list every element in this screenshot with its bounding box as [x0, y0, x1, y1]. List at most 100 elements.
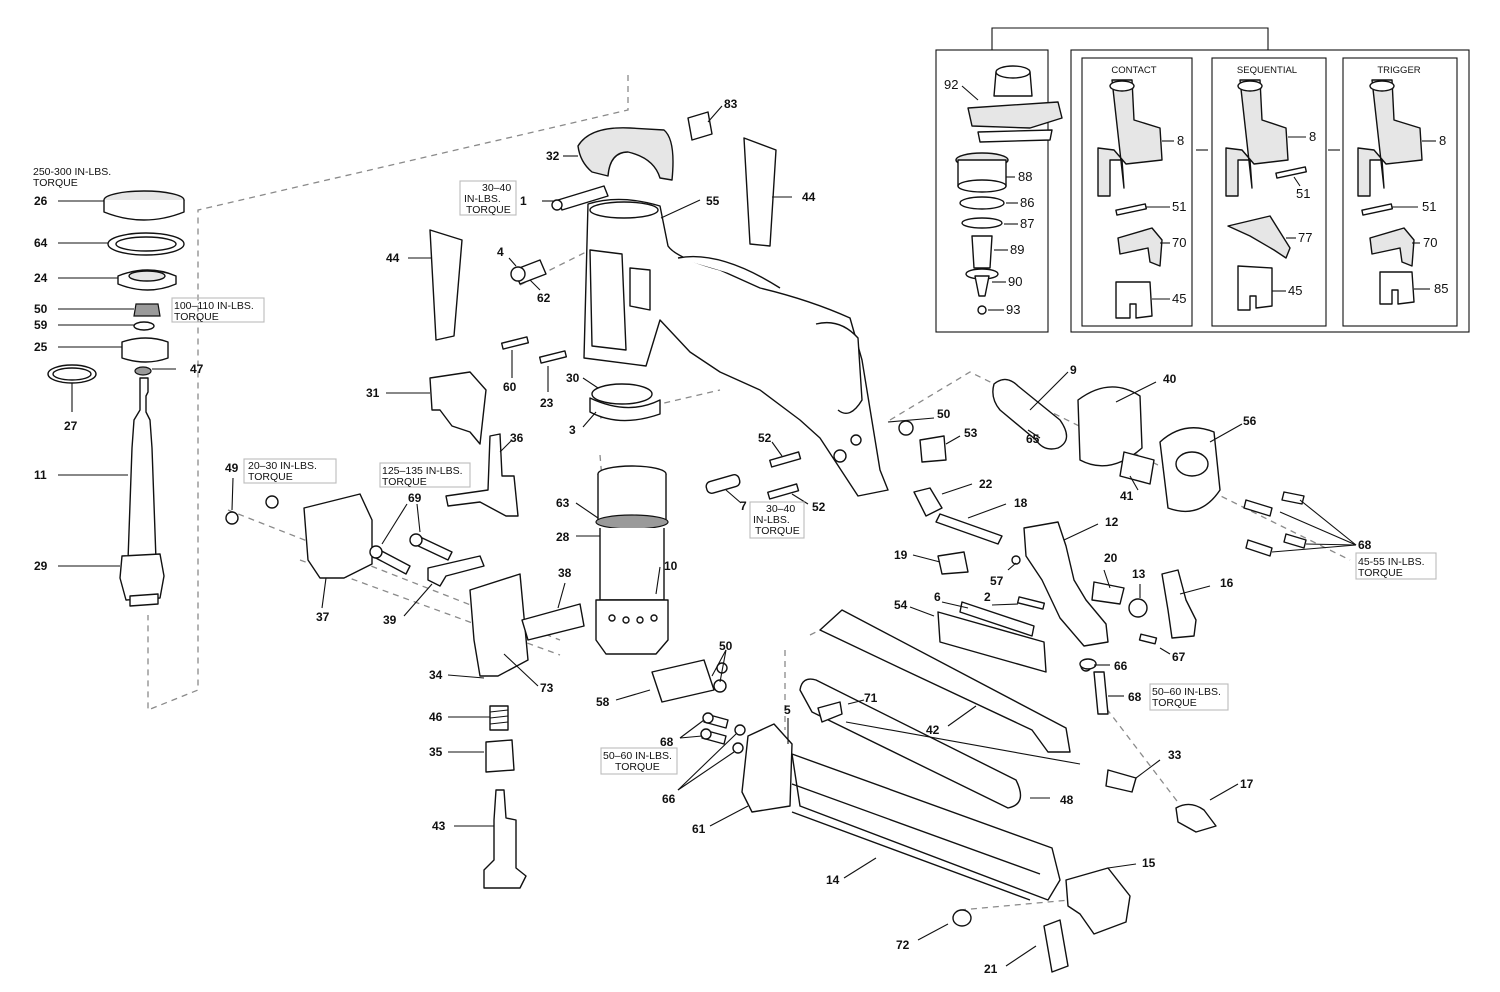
callout-28: 28: [556, 530, 570, 544]
callout-18: 18: [1014, 496, 1028, 510]
callout-52-top: 52: [758, 431, 772, 445]
torque-68b-line2: TORQUE: [1152, 697, 1197, 709]
torque-7-line3: TORQUE: [755, 525, 800, 537]
callout-70-contact: 70: [1172, 235, 1186, 250]
torque-68a-line1: 45-55 IN-LBS.: [1358, 556, 1425, 568]
callout-57: 57: [990, 574, 1004, 588]
part-drawings: [47, 111, 1307, 973]
torque-50-line2: TORQUE: [174, 311, 219, 323]
callout-16: 16: [1220, 576, 1234, 590]
inset-header-trigger: TRIGGER: [1377, 65, 1420, 76]
callout-56: 56: [1243, 414, 1257, 428]
callout-50-left: 50: [34, 302, 48, 316]
callout-67: 67: [1172, 650, 1186, 664]
callout-13: 13: [1132, 567, 1146, 581]
torque-notes: 250-300 IN-LBS. TORQUE 100–110 IN-LBS. T…: [33, 166, 1437, 775]
callout-64: 64: [34, 236, 48, 250]
callout-43: 43: [432, 819, 446, 833]
callout-65: 65: [1026, 432, 1040, 446]
callout-68-right: 68: [1358, 538, 1372, 552]
callout-40: 40: [1163, 372, 1177, 386]
callout-54: 54: [894, 598, 908, 612]
callout-32: 32: [546, 149, 560, 163]
torque-36-line2: TORQUE: [382, 476, 427, 488]
callout-3: 3: [569, 423, 576, 437]
callout-20: 20: [1104, 551, 1118, 565]
selector-assembly-contact: [1097, 79, 1163, 319]
callout-69: 69: [408, 491, 422, 505]
callout-61: 61: [692, 822, 706, 836]
callout-44-right: 44: [802, 190, 816, 204]
callout-44-left: 44: [386, 251, 400, 265]
callout-8-sequential: 8: [1309, 129, 1316, 144]
callout-7: 7: [740, 499, 747, 513]
torque-1-line3: TORQUE: [466, 204, 511, 216]
callout-87: 87: [1020, 216, 1034, 231]
callout-42: 42: [926, 723, 940, 737]
callout-50-right: 50: [937, 407, 951, 421]
callout-2: 2: [984, 590, 991, 604]
callout-21: 21: [984, 962, 998, 976]
callout-31: 31: [366, 386, 380, 400]
callout-6: 6: [934, 590, 941, 604]
part-callouts: 26 64 24 50 59 25 27 47 11 29 83 32 1 55…: [34, 77, 1448, 976]
callout-25: 25: [34, 340, 48, 354]
callout-12: 12: [1105, 515, 1119, 529]
inset-header-sequential: SEQUENTIAL: [1237, 65, 1297, 76]
callout-93: 93: [1006, 302, 1020, 317]
callout-85: 85: [1434, 281, 1448, 296]
callout-leaders: [58, 105, 1357, 967]
callout-23: 23: [540, 396, 554, 410]
torque-49-line2: TORQUE: [248, 471, 293, 483]
torque-68a-line2: TORQUE: [1358, 567, 1403, 579]
torque-1-line2: IN-LBS.: [464, 193, 501, 205]
torque-1-line1: 30–40: [482, 182, 511, 194]
callout-86: 86: [1020, 195, 1034, 210]
callout-51-sequential: 51: [1296, 186, 1310, 201]
callout-9: 9: [1070, 363, 1077, 377]
callout-8-trigger: 8: [1439, 133, 1446, 148]
callout-90: 90: [1008, 274, 1022, 289]
callout-37: 37: [316, 610, 330, 624]
torque-7-line2: IN-LBS.: [753, 514, 790, 526]
callout-92: 92: [944, 77, 958, 92]
callout-47: 47: [190, 362, 204, 376]
callout-14: 14: [826, 873, 840, 887]
callout-55: 55: [706, 194, 720, 208]
callout-8-contact: 8: [1177, 133, 1184, 148]
inset-kits: CONTACT SEQUENTIAL TRIGGER: [935, 27, 1470, 333]
callout-10: 10: [664, 559, 678, 573]
callout-36: 36: [510, 431, 524, 445]
callout-15: 15: [1142, 856, 1156, 870]
callout-33: 33: [1168, 748, 1182, 762]
callout-46: 46: [429, 710, 443, 724]
callout-77: 77: [1298, 230, 1312, 245]
callout-39: 39: [383, 613, 397, 627]
callout-27: 27: [64, 419, 78, 433]
callout-34: 34: [429, 668, 443, 682]
callout-59: 59: [34, 318, 48, 332]
torque-36-line1: 125–135 IN-LBS.: [382, 465, 463, 477]
callout-41: 41: [1120, 489, 1134, 503]
callout-88: 88: [1018, 169, 1032, 184]
callout-48: 48: [1060, 793, 1074, 807]
torque-26-line2: TORQUE: [33, 177, 78, 189]
callout-29: 29: [34, 559, 48, 573]
callout-52-bottom: 52: [812, 500, 826, 514]
callout-49: 49: [225, 461, 239, 475]
callout-63: 63: [556, 496, 570, 510]
callout-89: 89: [1010, 242, 1024, 257]
inset-header-contact: CONTACT: [1111, 65, 1156, 76]
callout-62: 62: [537, 291, 551, 305]
callout-58: 58: [596, 695, 610, 709]
torque-68c-line1: 50–60 IN-LBS.: [603, 750, 672, 762]
callout-1: 1: [520, 194, 527, 208]
callout-17: 17: [1240, 777, 1254, 791]
callout-51-contact: 51: [1172, 199, 1186, 214]
callout-45-contact: 45: [1172, 291, 1186, 306]
callout-51-trigger: 51: [1422, 199, 1436, 214]
torque-26-line1: 250-300 IN-LBS.: [33, 166, 111, 178]
callout-4: 4: [497, 245, 504, 259]
callout-35: 35: [429, 745, 443, 759]
